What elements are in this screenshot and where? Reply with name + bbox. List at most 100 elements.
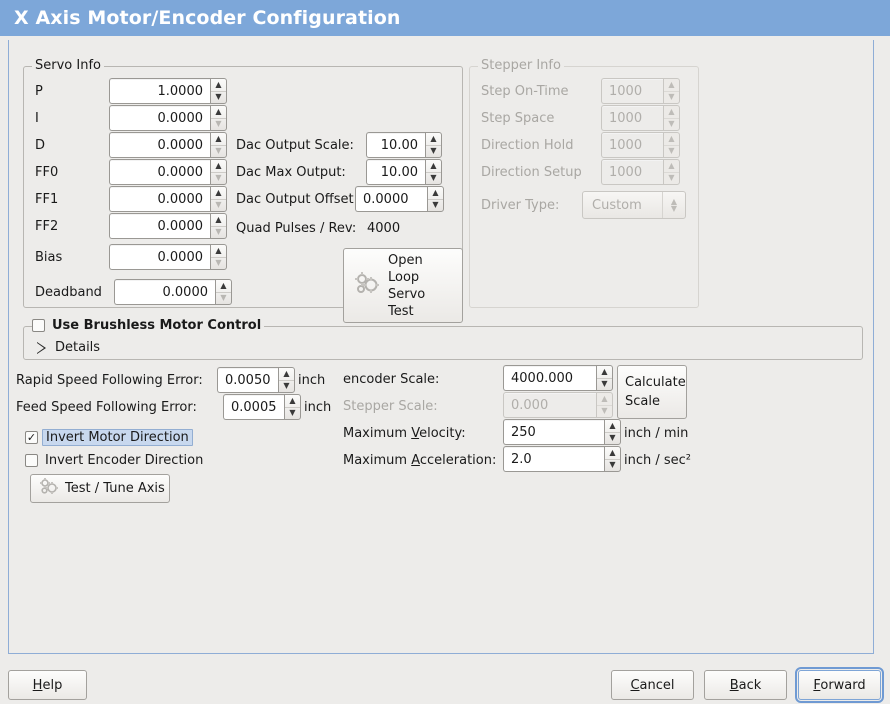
spin-down-icon[interactable]: ▼ (428, 198, 443, 212)
spin-up-icon[interactable]: ▲ (430, 133, 437, 143)
servo-input-ff0-spinner[interactable]: ▲ ▼ (210, 159, 227, 185)
rapid-following-error-value[interactable]: 0.0050 (217, 367, 278, 393)
spin-up-icon[interactable]: ▲ (215, 214, 222, 224)
servo-input-ff2[interactable]: 0.0000 ▲ ▼ (109, 213, 227, 239)
servo-input-deadband[interactable]: 0.0000 ▲ ▼ (114, 279, 232, 305)
back-button[interactable]: Back (704, 670, 787, 700)
spin-down-icon[interactable]: ▼ (597, 377, 612, 391)
forward-button[interactable]: Forward (795, 667, 884, 703)
spin-up-icon[interactable]: ▲ (601, 366, 608, 376)
servo-input-p[interactable]: 1.0000 ▲ ▼ (109, 78, 227, 104)
spin-down-icon[interactable]: ▼ (605, 458, 620, 472)
dac-output-scale-spinner[interactable]: ▲ ▼ (425, 132, 442, 158)
maximum-velocity-value[interactable]: 250 (503, 419, 604, 445)
servo-input-i-spinner[interactable]: ▲ ▼ (210, 105, 227, 131)
servo-input-ff1-spinner[interactable]: ▲ ▼ (210, 186, 227, 212)
invert-motor-direction-checkbox[interactable]: ✓ Invert Motor Direction (25, 429, 193, 446)
rapid-following-error-input[interactable]: 0.0050 ▲ ▼ (217, 367, 295, 393)
spin-up-icon[interactable]: ▲ (430, 160, 437, 170)
servo-input-d-spinner[interactable]: ▲ ▼ (210, 132, 227, 158)
feed-following-error-spinner[interactable]: ▲ ▼ (284, 394, 301, 420)
maximum-acceleration-input[interactable]: 2.0 ▲ ▼ (503, 446, 621, 472)
rapid-following-error-spinner[interactable]: ▲ ▼ (278, 367, 295, 393)
spin-down-icon[interactable]: ▼ (211, 90, 226, 104)
servo-input-bias[interactable]: 0.0000 ▲ ▼ (109, 244, 227, 270)
spin-down-icon[interactable]: ▼ (279, 379, 294, 393)
servo-input-bias-value[interactable]: 0.0000 (109, 244, 210, 270)
maximum-acceleration-value[interactable]: 2.0 (503, 446, 604, 472)
encoder-scale-spinner[interactable]: ▲ ▼ (596, 365, 613, 391)
checkbox-box[interactable]: ✓ (25, 431, 38, 444)
dac-output-offset-spinner[interactable]: ▲ ▼ (427, 186, 444, 212)
checkbox-box[interactable] (25, 454, 38, 467)
spin-down-icon[interactable]: ▼ (211, 225, 226, 239)
spin-up-icon[interactable]: ▲ (609, 420, 616, 430)
direction-setup-input: 1000 ▲ ▼ (601, 159, 680, 185)
dac-max-output-value[interactable]: 10.00 (366, 159, 425, 185)
dac-max-output-spinner[interactable]: ▲ ▼ (425, 159, 442, 185)
spin-down-icon[interactable]: ▼ (426, 171, 441, 185)
use-brushless-motor-control-checkbox[interactable]: Use Brushless Motor Control (32, 318, 261, 333)
details-expander[interactable]: Details (37, 340, 100, 355)
spin-up-icon[interactable]: ▲ (215, 245, 222, 255)
spin-down-icon[interactable]: ▼ (216, 291, 231, 305)
dac-output-offset-value[interactable]: 0.0000 (355, 186, 427, 212)
dac-output-scale-value[interactable]: 10.00 (366, 132, 425, 158)
encoder-scale-value[interactable]: 4000.000 (503, 365, 596, 391)
invert-encoder-direction-checkbox[interactable]: Invert Encoder Direction (25, 453, 203, 468)
dac-max-output-input[interactable]: 10.00 ▲ ▼ (366, 159, 442, 185)
servo-input-deadband-spinner[interactable]: ▲ ▼ (215, 279, 232, 305)
spin-up-icon[interactable]: ▲ (215, 79, 222, 89)
spin-down-icon[interactable]: ▼ (605, 431, 620, 445)
servo-input-d[interactable]: 0.0000 ▲ ▼ (109, 132, 227, 158)
encoder-scale-label: encoder Scale: (343, 372, 440, 387)
checkbox-box[interactable] (32, 319, 45, 332)
step-space-value: 1000 (601, 105, 663, 131)
maximum-acceleration-spinner[interactable]: ▲ ▼ (604, 446, 621, 472)
spin-up-icon[interactable]: ▲ (215, 160, 222, 170)
spin-up-icon[interactable]: ▲ (220, 280, 227, 290)
servo-input-ff1-value[interactable]: 0.0000 (109, 186, 210, 212)
servo-input-ff2-spinner[interactable]: ▲ ▼ (210, 213, 227, 239)
spin-up-icon[interactable]: ▲ (283, 368, 290, 378)
dac-output-scale-input[interactable]: 10.00 ▲ ▼ (366, 132, 442, 158)
maximum-velocity-spinner[interactable]: ▲ ▼ (604, 419, 621, 445)
chevron-right-icon[interactable] (37, 342, 46, 354)
spin-down-icon[interactable]: ▼ (211, 198, 226, 212)
servo-input-d-value[interactable]: 0.0000 (109, 132, 210, 158)
spin-up-icon[interactable]: ▲ (609, 447, 616, 457)
calculate-scale-button[interactable]: Calculate Scale (617, 365, 687, 419)
spin-down-icon[interactable]: ▼ (426, 144, 441, 158)
open-loop-servo-test-button[interactable]: Open Loop Servo Test (343, 248, 463, 323)
help-button[interactable]: Help (8, 670, 87, 700)
spin-up-icon[interactable]: ▲ (432, 187, 439, 197)
dac-output-offset-input[interactable]: 0.0000 ▲ ▼ (355, 186, 444, 212)
spin-down-icon[interactable]: ▼ (211, 117, 226, 131)
spin-down-icon[interactable]: ▼ (211, 171, 226, 185)
spin-down-icon[interactable]: ▼ (285, 406, 300, 420)
servo-input-i-value[interactable]: 0.0000 (109, 105, 210, 131)
servo-input-p-spinner[interactable]: ▲ ▼ (210, 78, 227, 104)
maximum-velocity-input[interactable]: 250 ▲ ▼ (503, 419, 621, 445)
servo-input-ff0-value[interactable]: 0.0000 (109, 159, 210, 185)
servo-input-i[interactable]: 0.0000 ▲ ▼ (109, 105, 227, 131)
spin-up-icon[interactable]: ▲ (215, 187, 222, 197)
feed-following-error-input[interactable]: 0.0005 ▲ ▼ (223, 394, 301, 420)
spin-up-icon[interactable]: ▲ (289, 395, 296, 405)
encoder-scale-input[interactable]: 4000.000 ▲ ▼ (503, 365, 613, 391)
spin-up-icon[interactable]: ▲ (215, 106, 222, 116)
servo-input-p-value[interactable]: 1.0000 (109, 78, 210, 104)
cancel-button[interactable]: Cancel (611, 670, 694, 700)
spin-down-icon[interactable]: ▼ (211, 256, 226, 270)
servo-label-d: D (35, 138, 46, 153)
servo-input-ff0[interactable]: 0.0000 ▲ ▼ (109, 159, 227, 185)
servo-input-bias-spinner[interactable]: ▲ ▼ (210, 244, 227, 270)
feed-following-error-value[interactable]: 0.0005 (223, 394, 284, 420)
test-tune-axis-button[interactable]: Test / Tune Axis (30, 474, 170, 503)
servo-input-deadband-value[interactable]: 0.0000 (114, 279, 215, 305)
servo-input-ff1[interactable]: 0.0000 ▲ ▼ (109, 186, 227, 212)
spin-up-icon[interactable]: ▲ (215, 133, 222, 143)
servo-input-ff2-value[interactable]: 0.0000 (109, 213, 210, 239)
spin-down-icon[interactable]: ▼ (211, 144, 226, 158)
stepper-info-frame (469, 66, 699, 308)
